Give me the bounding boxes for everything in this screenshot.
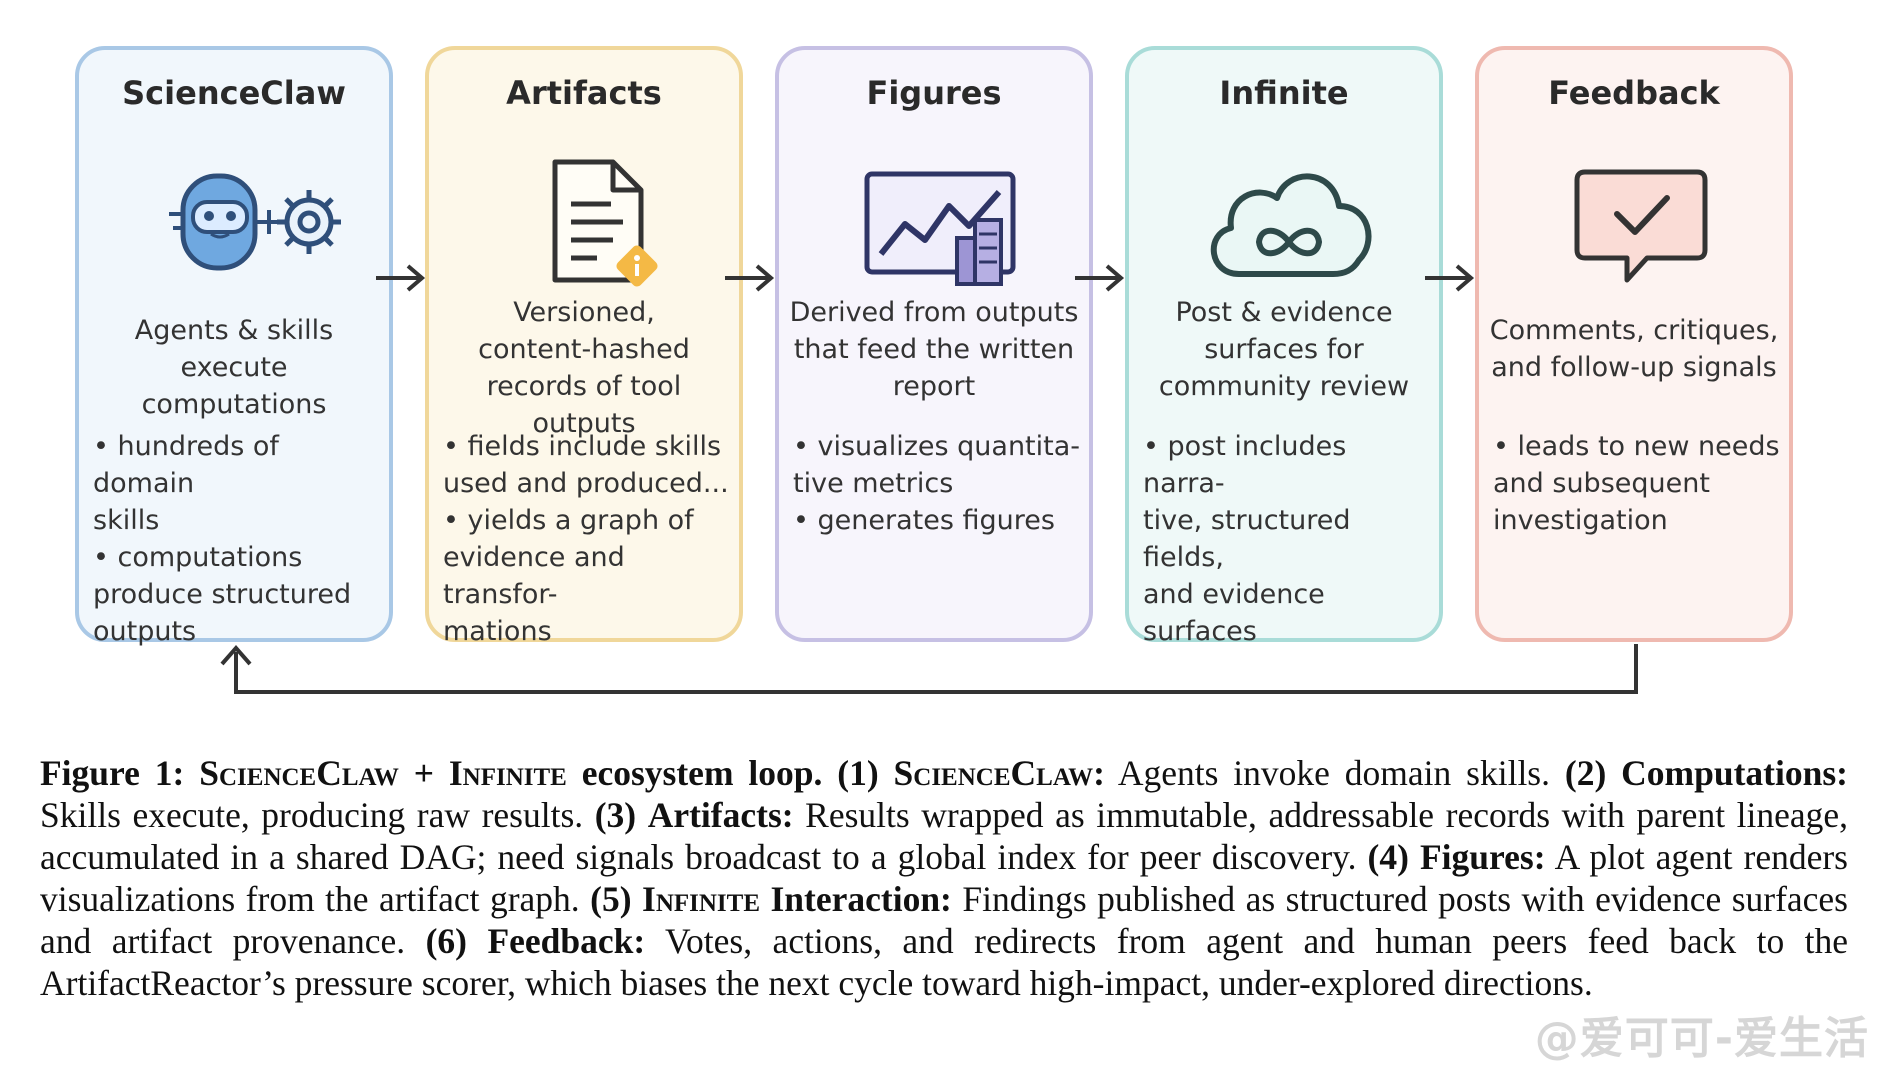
robot-gear-icon (133, 142, 343, 302)
panel-feedback: Feedback Comments, critiques, and follow… (1475, 46, 1793, 642)
panel-description: Versioned, content-hashed records of too… (437, 294, 731, 442)
panel-description: Post & evidence surfaces for community r… (1137, 294, 1431, 405)
panel-bullets: • hundreds of domain skills • computatio… (93, 428, 383, 650)
panel-figures: Figures Derived from outputs that feed t… (775, 46, 1093, 642)
caption-step-2: Computations: (1621, 753, 1848, 793)
panel-scienceclaw: ScienceClaw Agents & skills execute comp… (75, 46, 393, 642)
panel-bullets: • post includes narra- tive, structured … (1143, 428, 1433, 650)
right-arrow-icon (723, 258, 775, 298)
panel-description: Derived from outputs that feed the writt… (787, 294, 1081, 405)
panel-title: ScienceClaw (79, 74, 389, 112)
right-arrow-icon (374, 258, 426, 298)
infinity-cloud-icon (1183, 142, 1393, 302)
caption-step-5: Infinite (642, 879, 760, 919)
panel-artifacts: Artifacts Versioned, content-hashed reco… (425, 46, 743, 642)
caption-step-1: ScienceClaw: (894, 753, 1105, 793)
panel-title: Artifacts (429, 74, 739, 112)
speech-check-icon (1533, 142, 1743, 302)
figure-caption: Figure 1: ScienceClaw + Infinite ecosyst… (40, 752, 1848, 1004)
watermark: @爱可可-爱生活 (1535, 1002, 1869, 1066)
right-arrow-icon (1423, 258, 1475, 298)
panel-description: Agents & skills execute computations (87, 312, 381, 423)
caption-step-3: Artifacts: (648, 795, 794, 835)
document-icon (483, 142, 693, 302)
panel-title: Infinite (1129, 74, 1439, 112)
panel-title: Figures (779, 74, 1089, 112)
panel-description: Comments, critiques, and follow-up signa… (1487, 312, 1781, 386)
panel-title: Feedback (1479, 74, 1789, 112)
chart-icon (833, 142, 1043, 302)
right-arrow-icon (1073, 258, 1125, 298)
panel-bullets: • leads to new needs and subsequent inve… (1493, 428, 1783, 539)
panel-infinite: Infinite Post & evidence surfaces for co… (1125, 46, 1443, 642)
caption-step-6: Feedback: (487, 921, 645, 961)
caption-title-a: ScienceClaw (199, 753, 399, 793)
panel-bullets: • fields include skills used and produce… (443, 428, 733, 650)
figure-label: Figure 1: (40, 753, 184, 793)
caption-title-b: Infinite (449, 753, 567, 793)
panel-bullets: • visualizes quantita- tive metrics • ge… (793, 428, 1083, 539)
caption-step-4: Figures: (1420, 837, 1546, 877)
